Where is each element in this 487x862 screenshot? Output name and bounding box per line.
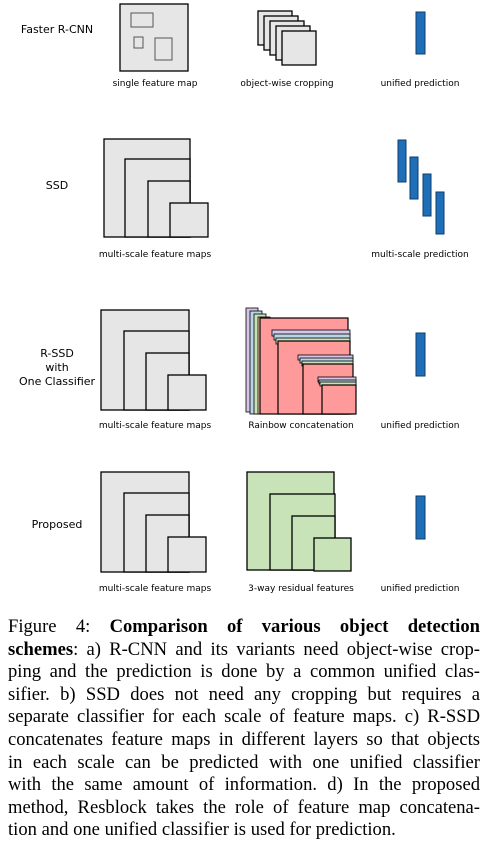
row-label-faster-rcnn: Faster R-CNN xyxy=(21,23,93,36)
multi-scale-feature-maps-ssd xyxy=(103,138,209,238)
row-label-rssd-line2: with xyxy=(45,361,68,374)
single-feature-map xyxy=(119,3,189,72)
detection-schemes-figure: Faster R-CNN single feature map object-w… xyxy=(19,3,469,594)
residual-features xyxy=(246,471,352,572)
caption-line: tion and one unified classifier is used … xyxy=(8,819,396,841)
caption-unified-prediction-1: unified prediction xyxy=(381,79,460,89)
unified-prediction-block xyxy=(415,495,426,540)
caption-unified-prediction-3: unified prediction xyxy=(381,584,460,594)
caption-line: concatenates feature maps in different l… xyxy=(8,728,480,750)
figure-number: Figure 4: xyxy=(8,616,91,637)
figure-caption: Figure 4: Comparison of various object d… xyxy=(8,616,480,842)
caption-multi-scale-feature-maps-proposed: multi-scale feature maps xyxy=(99,584,212,594)
caption-line: method, Resblock takes the role of featu… xyxy=(8,796,480,818)
unified-prediction-block xyxy=(415,332,426,377)
caption-multi-scale-prediction: multi-scale prediction xyxy=(371,250,468,260)
caption-text: a) R-CNN and its variants need object-wi… xyxy=(86,638,480,660)
unified-prediction-block xyxy=(415,11,426,55)
rainbow-concatenation xyxy=(245,307,357,415)
caption-unified-prediction-2: unified prediction xyxy=(381,421,460,431)
caption-rainbow-concatenation: Rainbow concatenation xyxy=(248,421,353,431)
multi-scale-feature-maps-proposed xyxy=(100,471,207,573)
caption-bold-title: Comparison of various object detection xyxy=(109,616,480,637)
caption-line: schemes: a) R-CNN and its variants need … xyxy=(8,638,480,660)
caption-bold-title-end: schemes xyxy=(8,638,74,660)
caption-line: with the same amount of information. d) … xyxy=(8,774,480,796)
caption-single-feature-map: single feature map xyxy=(113,79,198,89)
caption-residual-features: 3-way residual features xyxy=(248,584,354,594)
object-wise-cropping xyxy=(257,10,317,66)
caption-object-wise-cropping: object-wise cropping xyxy=(240,79,333,89)
row-label-rssd-line3: One Classifier xyxy=(19,375,96,388)
caption-line: Figure 4: Comparison of various object d… xyxy=(8,616,480,639)
caption-line: separate classifier for each scale of fe… xyxy=(8,706,480,728)
multi-scale-prediction-blocks xyxy=(397,139,445,235)
caption-line: sifier. b) SSD does not need any croppin… xyxy=(8,683,480,705)
row-label-rssd-line1: R-SSD xyxy=(40,347,74,360)
caption-multi-scale-feature-maps-ssd: multi-scale feature maps xyxy=(99,250,212,260)
row-label-ssd: SSD xyxy=(46,179,68,192)
caption-multi-scale-feature-maps-rssd: multi-scale feature maps xyxy=(99,421,212,431)
multi-scale-feature-maps-rssd xyxy=(100,309,207,411)
row-label-proposed: Proposed xyxy=(32,518,83,531)
caption-line: in each scale can be predicted with one … xyxy=(8,751,480,773)
caption-line: ping and the prediction is done by a com… xyxy=(8,661,480,683)
